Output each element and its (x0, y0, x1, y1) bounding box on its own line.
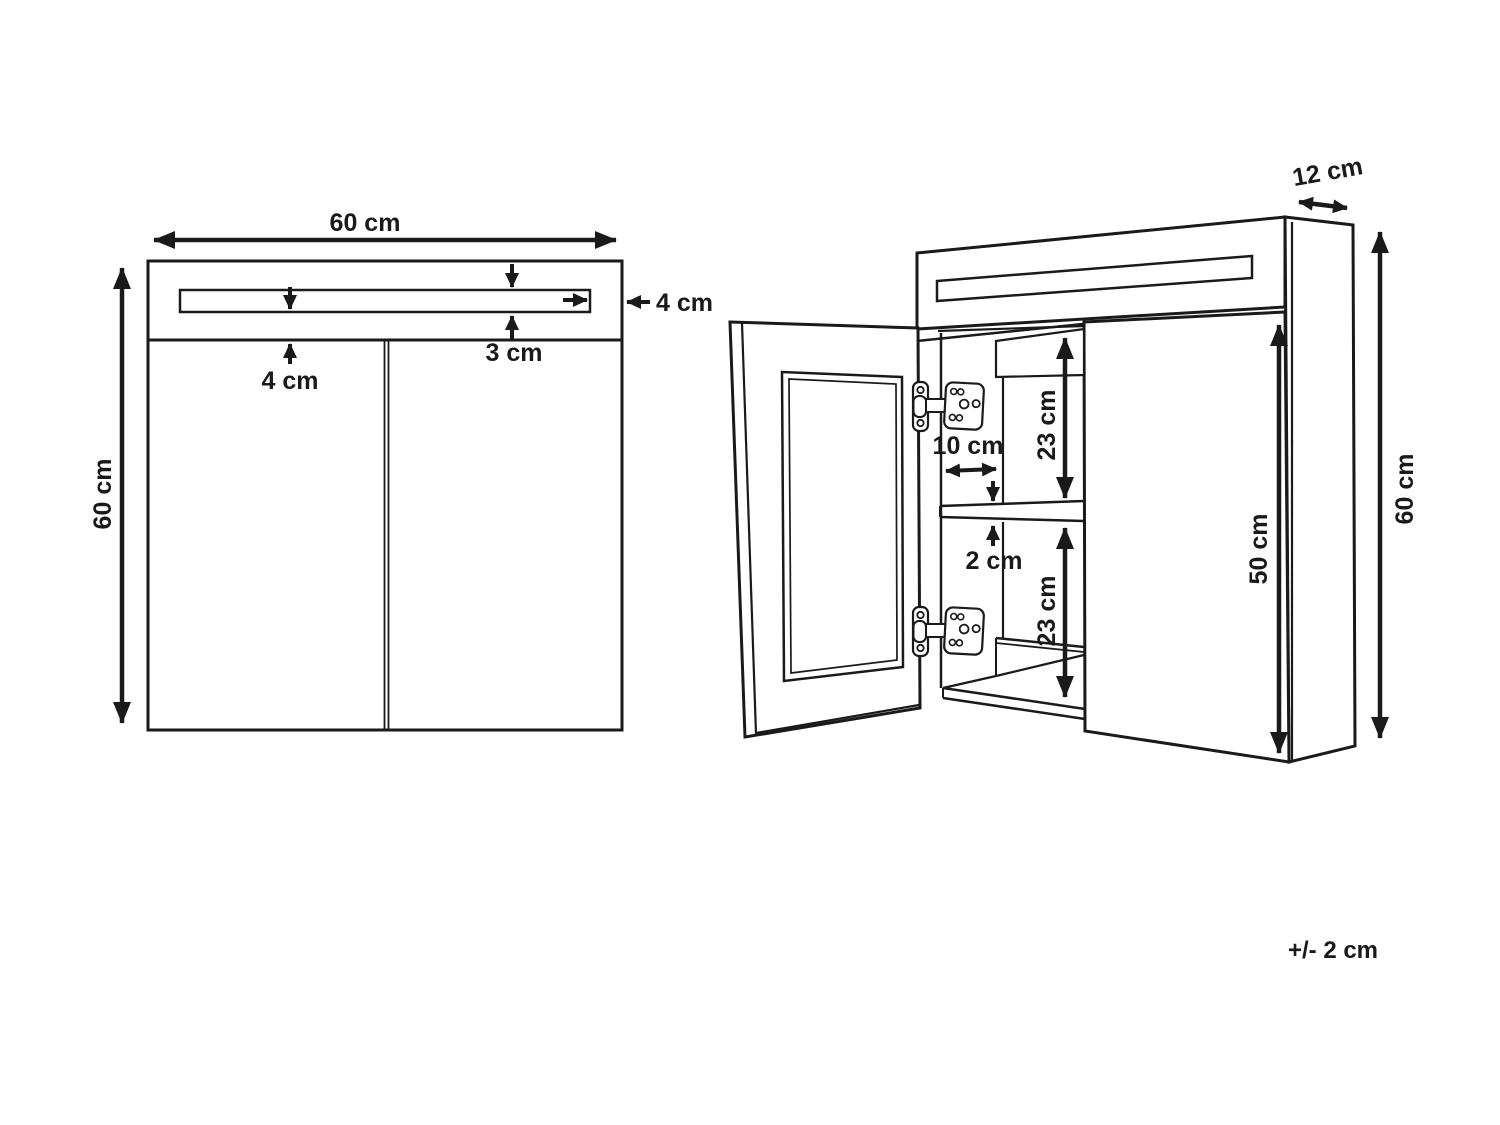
door-mirror-recess-inner (788, 378, 898, 674)
shelf-thickness-label: 2 cm (966, 547, 1023, 575)
tolerance-note: +/- 2 cm (1288, 937, 1378, 964)
cabinet-side-panel (1283, 215, 1357, 764)
door-height-label: 50 cm (1245, 514, 1273, 585)
interior-depth-label: 10 cm (933, 432, 1004, 460)
interior-top-rail (994, 327, 1086, 379)
front-width-label: 60 cm (330, 209, 401, 237)
shelf-bottom-edge (939, 515, 1085, 523)
open-door-edge-bottom (755, 703, 920, 735)
floor-front-thickness (942, 696, 1086, 721)
light-height-label: 3 cm (486, 339, 543, 367)
light-box-slot (935, 254, 1254, 303)
interior-bottom-rail-bottom (995, 653, 1085, 678)
floor-front-edge (942, 686, 1086, 711)
upper-compartment-label: 23 cm (1033, 390, 1061, 461)
depth-arrow (1298, 196, 1348, 214)
right-door-front (1082, 310, 1291, 764)
interior-top-edge (937, 324, 1085, 333)
shelf-top-edge (939, 499, 1085, 508)
door-mirror-recess-outer (780, 370, 905, 683)
light-offset-label: 4 cm (262, 367, 319, 395)
hinge-top (911, 380, 985, 433)
floor-back-edge (942, 674, 997, 690)
open-door-edge-left (740, 322, 758, 735)
front-view-drawing: 60 cm 60 cm 4 cm 3 cm 4 cm (89, 209, 713, 732)
perspective-view-drawing: 23 cm 23 cm 2 cm 10 cm 50 cm 60 cm 12 cm (728, 152, 1419, 764)
side-height-label: 60 cm (1391, 454, 1419, 525)
light-strip (178, 288, 592, 314)
hinge-bottom (911, 605, 985, 658)
interior-depth-arrow (945, 462, 997, 478)
front-height-label: 60 cm (89, 459, 117, 530)
light-side-inset-label: 4 cm (656, 289, 713, 317)
depth-label: 12 cm (1290, 152, 1365, 192)
lower-compartment-label: 23 cm (1033, 576, 1061, 647)
